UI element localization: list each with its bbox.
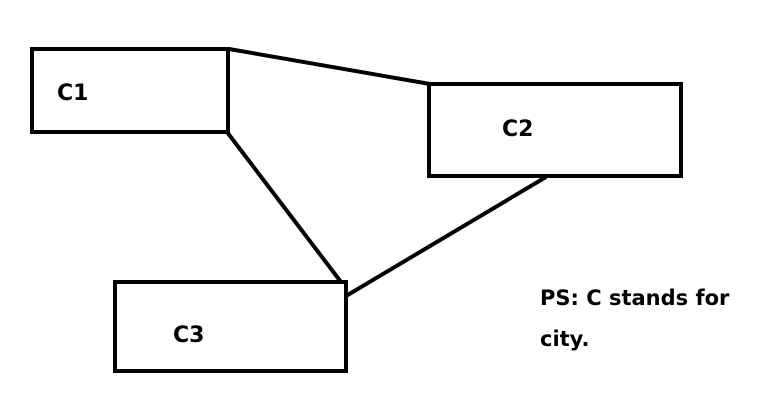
node-c3-label: C3 (173, 323, 204, 348)
node-c2-label: C2 (502, 117, 533, 142)
node-c1-box (30, 47, 230, 134)
edge-c2-c3 (344, 175, 548, 298)
edge-c1-c2 (228, 47, 431, 86)
node-c1-label: C1 (57, 81, 88, 106)
node-c3: C3 (113, 280, 348, 373)
legend-note: PS: C stands for city. (540, 286, 730, 351)
node-c1: C1 (30, 47, 230, 134)
edge-c1-c3 (225, 130, 343, 284)
node-c2-box (427, 82, 683, 178)
node-c3-box (113, 280, 348, 373)
node-c2: C2 (427, 82, 683, 178)
